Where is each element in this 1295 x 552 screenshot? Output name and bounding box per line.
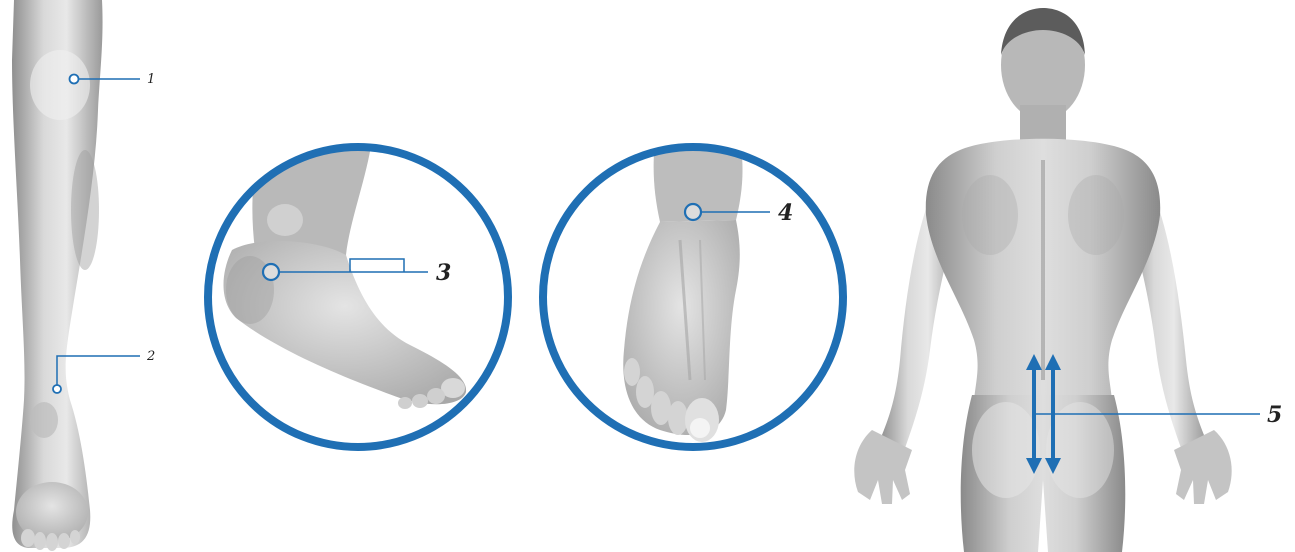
- foot-side-inset: [200, 140, 520, 460]
- acupoint-2-label: 2: [146, 349, 155, 364]
- leg-illustration: [12, 0, 103, 551]
- acupoint-4-label: 4: [778, 200, 793, 226]
- back-illustration: [854, 8, 1231, 552]
- acupoint-3-label: 3: [436, 260, 451, 286]
- acupoint-1-label: 1: [147, 72, 155, 87]
- acupoint-5-label: 5: [1267, 402, 1282, 428]
- foot-top-inset: [535, 140, 855, 460]
